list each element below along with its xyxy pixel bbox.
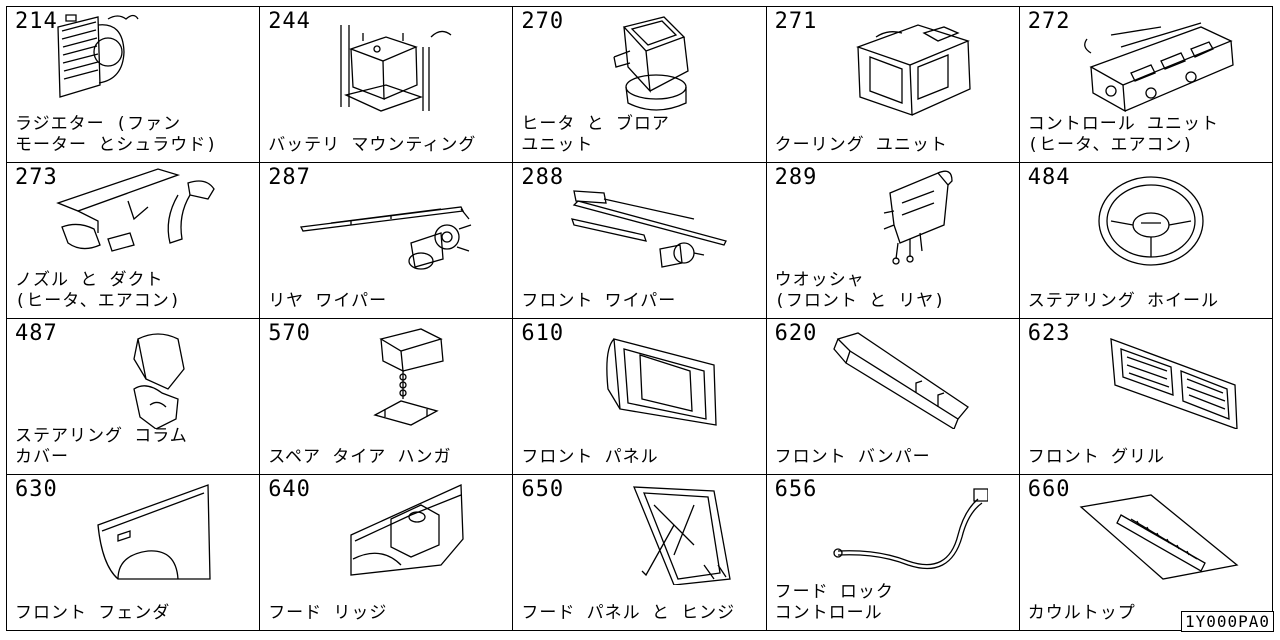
hood-panel-hinge-icon	[544, 475, 734, 585]
spare-tire-hanger-icon	[291, 319, 481, 429]
part-code: 610	[521, 321, 565, 346]
part-cell-288[interactable]: 288 フロント ワイパー	[513, 163, 767, 319]
cowl-top-icon	[1051, 475, 1241, 585]
nozzle-duct-icon	[38, 163, 228, 273]
washer-icon	[798, 163, 988, 273]
hood-lock-control-icon	[798, 475, 988, 585]
part-code: 656	[774, 477, 818, 502]
part-label: フロント グリル	[1027, 447, 1166, 467]
part-label: フロント バンパー	[774, 447, 931, 467]
part-label: リヤ ワイパー	[268, 291, 388, 311]
part-label: フロント フェンダ	[15, 603, 171, 623]
part-cell-650[interactable]: 650 フード パネル と ヒンジ	[513, 475, 767, 631]
column-cover-icon	[38, 319, 228, 429]
part-label: ラジエター (ファン モーター とシュラウド)	[15, 114, 218, 155]
part-cell-610[interactable]: 610 フロント パネル	[513, 319, 767, 475]
part-code: 660	[1027, 477, 1071, 502]
part-cell-570[interactable]: 570 スペア タイア ハンガ	[260, 319, 514, 475]
front-wiper-icon	[544, 163, 734, 273]
part-code: 273	[15, 165, 58, 190]
front-fender-icon	[38, 475, 228, 585]
part-cell-623[interactable]: 623 フロント グリル	[1019, 319, 1273, 475]
part-cell-660[interactable]: 660 カウルトップ	[1019, 475, 1273, 631]
part-label: バッテリ マウンティング	[268, 135, 477, 155]
part-code: 570	[268, 321, 311, 346]
hood-ledge-icon	[291, 475, 481, 585]
part-label: カウルトップ	[1027, 603, 1136, 623]
part-code: 214	[15, 9, 58, 34]
front-bumper-icon	[798, 319, 988, 429]
part-code: 650	[521, 477, 565, 502]
part-cell-640[interactable]: 640 フード リッジ	[260, 475, 514, 631]
part-code: 484	[1027, 165, 1071, 190]
part-cell-272[interactable]: 272 コントロール ユニット (ヒータ、エアコン)	[1019, 7, 1273, 163]
part-code: 623	[1027, 321, 1071, 346]
part-code: 272	[1027, 9, 1071, 34]
parts-catalog-grid: 214 ラジエター (ファン モーター とシュラウド) 244 バッテリ マウンティン…	[6, 6, 1273, 631]
part-label: コントロール ユニット (ヒータ、エアコン)	[1027, 114, 1220, 155]
part-cell-620[interactable]: 620 フロント バンパー	[766, 319, 1020, 475]
part-cell-287[interactable]: 287 リヤ ワイパー	[260, 163, 514, 319]
part-code: 270	[521, 9, 565, 34]
part-code: 620	[774, 321, 818, 346]
part-label: スペア タイア ハンガ	[268, 447, 452, 467]
control-unit-icon	[1051, 7, 1241, 117]
part-code: 287	[268, 165, 311, 190]
part-code: 244	[268, 9, 311, 34]
part-label: フード リッジ	[268, 603, 388, 623]
part-label: ステアリング ホイール	[1027, 291, 1220, 311]
part-label: フード ロック コントロール	[774, 582, 894, 623]
part-label: フロント ワイパー	[521, 291, 677, 311]
part-cell-244[interactable]: 244 バッテリ マウンティング	[260, 7, 514, 163]
part-label: ステアリング コラム カバー	[15, 426, 188, 467]
part-label: クーリング ユニット	[774, 135, 948, 155]
part-label: フード パネル と ヒンジ	[521, 603, 736, 623]
battery-mounting-icon	[291, 7, 481, 117]
rear-wiper-icon	[291, 163, 481, 273]
part-cell-484[interactable]: 484 ステアリング ホイール	[1019, 163, 1273, 319]
part-code: 271	[774, 9, 818, 34]
front-grille-icon	[1051, 319, 1241, 429]
cooling-unit-icon	[798, 7, 988, 117]
heater-blower-icon	[544, 7, 734, 117]
reference-code: 1Y000PA0	[1180, 611, 1274, 632]
part-code: 640	[268, 477, 311, 502]
part-cell-487[interactable]: 487 ステアリング コラム カバー	[7, 319, 261, 475]
part-cell-270[interactable]: 270 ヒータ と ブロア ユニット	[513, 7, 767, 163]
part-cell-271[interactable]: 271 クーリング ユニット	[766, 7, 1020, 163]
part-cell-273[interactable]: 273 ノズル と ダクト (ヒータ、エアコン)	[7, 163, 261, 319]
part-label: ヒータ と ブロア ユニット	[521, 114, 670, 155]
part-cell-214[interactable]: 214 ラジエター (ファン モーター とシュラウド)	[7, 7, 261, 163]
part-code: 487	[15, 321, 58, 346]
part-label: フロント パネル	[521, 447, 659, 467]
part-label: ノズル と ダクト (ヒータ、エアコン)	[15, 270, 181, 311]
part-code: 289	[774, 165, 818, 190]
part-code: 288	[521, 165, 565, 190]
part-cell-289[interactable]: 289 ウオッシャ (フロント と リヤ)	[766, 163, 1020, 319]
radiator-icon	[38, 7, 228, 117]
steering-wheel-icon	[1051, 163, 1241, 273]
part-cell-656[interactable]: 656 フード ロック コントロール	[766, 475, 1020, 631]
part-label: ウオッシャ (フロント と リヤ)	[774, 270, 946, 311]
front-panel-icon	[544, 319, 734, 429]
part-cell-630[interactable]: 630 フロント フェンダ	[7, 475, 261, 631]
part-code: 630	[15, 477, 58, 502]
